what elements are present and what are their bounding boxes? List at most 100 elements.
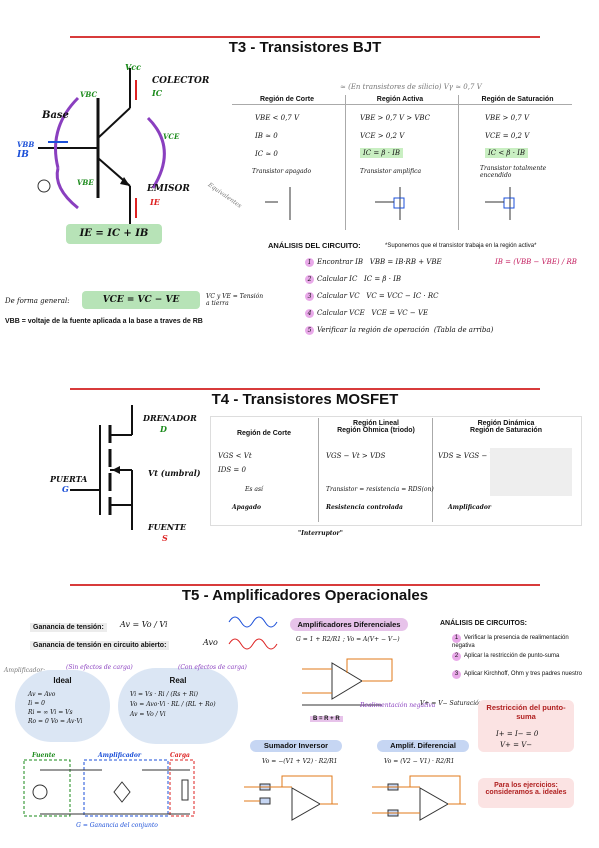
mosfet-table [210, 416, 582, 526]
carga-label: Carga [170, 752, 190, 759]
real-title: Real [169, 676, 187, 685]
bjt-analysis-step0: *Suponemos que el transistor trabaja en … [385, 243, 537, 249]
table-divider [432, 418, 433, 522]
step-number: 2 [305, 275, 314, 284]
step-number: 1 [452, 634, 461, 643]
real-row: Vo = Avo·Vi · RL / (RL + Ro) [130, 701, 216, 708]
general-lead: De forma general: [5, 297, 70, 305]
bjt-header-corte: Región de Corte [259, 96, 315, 103]
corte-row-3: IC ≈ 0 [255, 150, 278, 158]
ideal-note: (Sin efectos de carga) [66, 664, 133, 671]
bjt-analysis-title: ANÁLISIS DEL CIRCUITO: [268, 241, 361, 250]
t5-analysis-title: ANÁLISIS DE CIRCUITOS: [440, 620, 527, 627]
step-eq: (Tabla de arriba) [433, 326, 494, 334]
mos-dinamica-figure [490, 448, 572, 496]
bjt-header-activa: Región Activa [376, 96, 424, 103]
step-eq: VBB = IB·RB + VBE [369, 258, 442, 266]
vbb-description: VBB = voltaje de la fuente aplicada a la… [5, 318, 203, 325]
corte-row-2: IB ≈ 0 [255, 132, 278, 140]
vcc-label: Vcc [125, 62, 141, 72]
saturacion-row-2: VCE = 0,2 V [485, 132, 530, 140]
vbe-note: ≈ (En transistores de silicio) Vγ ≈ 0,7 … [340, 83, 482, 91]
interruptor-label: "Interruptor" [298, 530, 343, 537]
t4-title: T4 - Transistores MOSFET [70, 388, 540, 408]
mos-corte-desc: Apagado [232, 504, 262, 511]
diff-eq: Vo = (V2 − V1) · R2/R1 [384, 758, 455, 765]
ic-label: IC [152, 88, 163, 98]
exercises-box [478, 778, 574, 808]
step-label: Calcular VC [317, 292, 360, 300]
real-row: Vi = Vs · Ri / (Rs + Ri) [130, 691, 198, 698]
diff-title: Amplif. Diferencial [377, 740, 469, 752]
real-bubble [118, 668, 238, 744]
step-eq: VCE = VC − VE [371, 309, 429, 317]
mos-corte-row-2: IDS = 0 [218, 466, 246, 474]
mos-header-corte: Región de Corte [236, 430, 292, 437]
restriction-eq1: I+ = I− = 0 [496, 730, 539, 738]
step-text: Aplicar la restricción de punto-suma [464, 653, 560, 659]
restriction-box [478, 700, 574, 752]
step-text: Verificar la presencia de realimentación… [452, 635, 569, 649]
gain-label: Ganancia de tensión: [30, 623, 107, 632]
sum-inv-title: Sumador Inversor [250, 740, 342, 752]
general-eq-box [82, 291, 200, 309]
vbe-label: VBE [77, 178, 94, 187]
step-eq: VC = VCC − IC · RC [366, 292, 439, 300]
mos-header-dinamica: Región Dinámica Región de Saturación [470, 420, 542, 434]
sum-inv-eq: Vo = −(V1 + V2) · R2/R1 [262, 758, 338, 765]
general-note: VC y VE = Tensión a tierra [206, 293, 264, 307]
vbb-label: VBB [17, 140, 35, 149]
gain-eq: Av = Vo / Vi [120, 620, 168, 629]
gain-open-label: Ganancia de tensión en circuito abierto: [30, 641, 170, 650]
ideal-title: Ideal [53, 676, 72, 685]
table-divider [345, 95, 346, 230]
sum-inv-circuit [244, 775, 338, 821]
ideal-rows: Av = Avo Ii = 0 Ri = ∞ Vi = Vs Ro = 0 Vo… [28, 690, 82, 726]
mos-lineal-row-1: VGS − Vt > VDS [326, 452, 386, 460]
activa-row-3: IC = β · IB [360, 148, 404, 158]
table-rule [232, 104, 572, 105]
mos-corte-note: Es así [245, 486, 263, 493]
diff-amp-eq: G = 1 + R2/R1 ; Vo = A(V+ − V−) [296, 636, 400, 643]
collector-label: COLECTOR [152, 76, 210, 86]
ideal-row: Ii = 0 [28, 700, 45, 707]
step-eq: IC = β · IB [364, 275, 402, 283]
t3-title: T3 - Transistores BJT [70, 36, 540, 56]
step-number: 5 [305, 326, 314, 335]
source-label: FUENTE [148, 522, 187, 532]
b-label: B = R + R [310, 716, 343, 722]
mos-dinamica-row-1: VDS ≥ VGS − Vt [438, 452, 498, 460]
key-equation-box [66, 224, 162, 244]
gain-waveforms [228, 616, 278, 650]
t5-title: T5 - Amplificadores Operacionales [70, 584, 540, 604]
step-label: Encontrar IB [317, 258, 364, 266]
amp-label: Amplificador: [4, 667, 45, 674]
vbc-label: VBC [80, 90, 98, 99]
drain-label: DRENADOR [143, 413, 197, 423]
restriction-eq2: V+ = V− [500, 741, 533, 749]
ideal-row: Ri = ∞ Vi = Vs [28, 709, 73, 716]
activa-desc: Transistor amplifica [360, 168, 422, 175]
step-number: 2 [452, 652, 461, 661]
real-rows: Vi = Vs · Ri / (Rs + Ri) Vo = Avo·Vi · R… [130, 690, 216, 720]
drain-letter: D [160, 424, 167, 434]
emitter-label: EMISOR [147, 184, 190, 194]
table-divider [318, 418, 319, 522]
step-label: Calcular VCE [317, 309, 365, 317]
equivalentes-label: Equivalentes [206, 181, 243, 210]
bjt-symbol [37, 68, 166, 228]
mos-lineal-desc: Resistencia controlada [326, 504, 403, 511]
ideal-bubble [15, 670, 110, 742]
key-equation: IE = IC + IB [79, 228, 149, 239]
g-note: G = Ganancia del conjunto [76, 822, 158, 829]
base-label: Base [42, 110, 69, 121]
equivalent-circuits [265, 187, 515, 220]
amplificador-label: Amplificador [98, 752, 142, 759]
real-row: Av = Vo / Vi [130, 711, 166, 718]
